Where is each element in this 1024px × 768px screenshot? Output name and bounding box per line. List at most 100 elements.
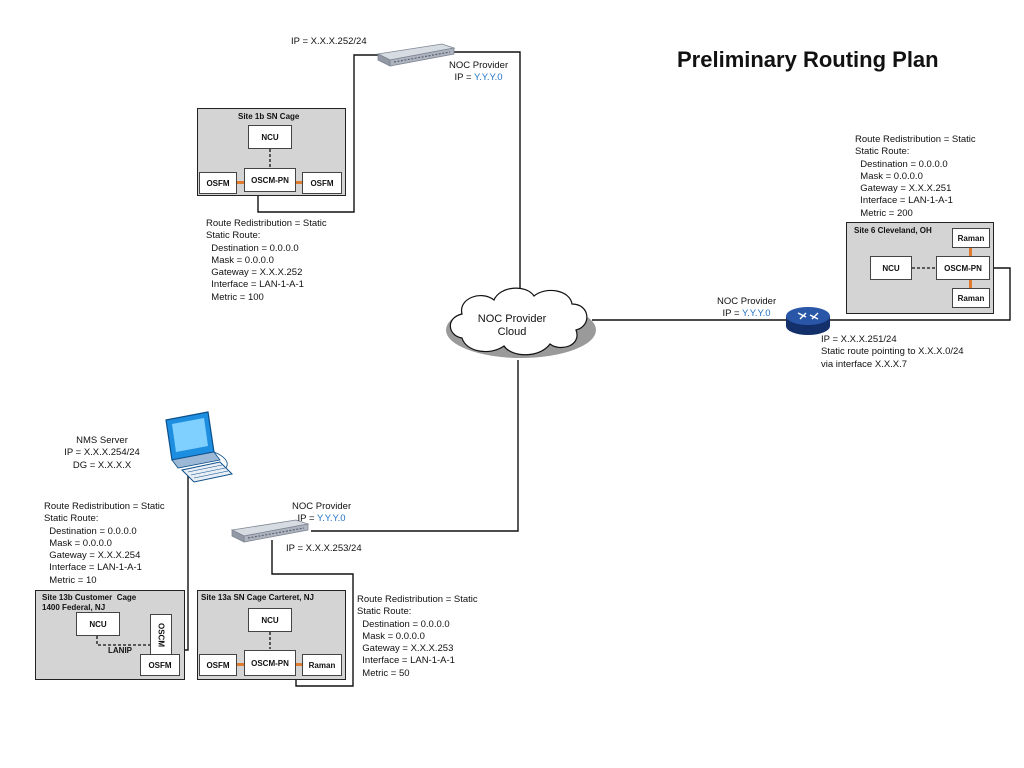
routing-line: Gateway = X.X.X.252	[206, 267, 303, 279]
routing-line: Interface = LAN-1-A-1	[357, 655, 455, 667]
cloud-label-line1: NOC Provider	[477, 313, 547, 325]
bottom-noc-label: NOC Provider IP = Y.Y.Y.0	[292, 501, 351, 526]
routing-line: Static Route:	[357, 606, 412, 618]
routing-line: Mask = 0.0.0.0	[855, 170, 923, 182]
site-13a-ncu: NCU	[248, 608, 292, 632]
site-13a-oscm-pn: OSCM-PN	[244, 650, 296, 676]
routing-line: Gateway = X.X.X.253	[357, 643, 454, 655]
bottom-switch-ip-label: IP = X.X.X.253/24	[286, 543, 362, 554]
router-icon	[786, 307, 830, 335]
site-1b-name: Site 1b SN Cage	[238, 112, 300, 121]
routing-line: Destination = 0.0.0.0	[44, 525, 137, 537]
site-13b-lan-link	[96, 636, 150, 646]
top-noc-ip-prefix: IP =	[454, 72, 475, 84]
site-13b-name: Site 13b Customer Cage 1400 Federal, NJ	[42, 593, 137, 612]
router-line: IP = X.X.X.251/24	[821, 334, 897, 345]
nms-line: NMS Server	[76, 435, 128, 446]
routing-line: Route Redistribution = Static	[855, 134, 976, 145]
site-6-oscm-pn: OSCM-PN	[936, 256, 990, 280]
bottom-noc-ip-prefix: IP =	[297, 513, 318, 525]
site-13b-oscm: OSCM	[150, 614, 172, 656]
routing-line: Route Redistribution = Static	[206, 218, 327, 229]
site-13a-raman: Raman	[302, 654, 342, 676]
router-line: via interface X.X.X.7	[821, 358, 908, 370]
site-6-raman-bottom: Raman	[952, 288, 990, 308]
site-13a-ncu-link	[269, 632, 271, 649]
top-noc-label: NOC Provider IP = Y.Y.Y.0	[449, 60, 508, 85]
network-switch-icon	[230, 519, 310, 543]
routing-line: Gateway = X.X.X.251	[855, 183, 952, 195]
routing-line: Metric = 200	[855, 207, 913, 219]
site-6-ncu-link	[912, 267, 936, 269]
routing-line: Static Route:	[855, 146, 910, 158]
routing-line: Metric = 100	[206, 291, 264, 303]
link-site1b-top-switch	[257, 54, 386, 213]
site-13a-osfm: OSFM	[199, 654, 237, 676]
bottom-noc-line1: NOC Provider	[292, 501, 352, 512]
routing-line: Interface = LAN-1-A-1	[44, 562, 142, 574]
routing-line: Destination = 0.0.0.0	[206, 242, 299, 254]
right-noc-ip-prefix: IP =	[722, 308, 743, 320]
routing-line: Route Redistribution = Static	[357, 594, 478, 605]
site-6-ncu: NCU	[870, 256, 912, 280]
routing-line: Mask = 0.0.0.0	[44, 537, 112, 549]
site-1b-osfm-right: OSFM	[302, 172, 342, 194]
router-line: Static route pointing to X.X.X.0/24	[821, 346, 964, 358]
site-6-link-top	[969, 248, 972, 256]
site-1b-ncu-link	[269, 149, 271, 168]
site-13b-ncu: NCU	[76, 612, 120, 636]
link-cloud-bottom-switch	[311, 360, 519, 532]
routing-line: Mask = 0.0.0.0	[206, 254, 274, 266]
link-router-site6	[830, 267, 1011, 321]
network-switch-icon	[376, 43, 456, 67]
right-noc-line1: NOC Provider	[717, 296, 777, 307]
site-13a-name: Site 13a SN Cage Carteret, NJ	[201, 593, 314, 602]
site-13b-oscm-label: OSCM	[156, 623, 166, 647]
top-switch-ip-label: IP = X.X.X.252/24	[291, 36, 367, 47]
site-13b-lanip-label: LANIP	[108, 646, 132, 655]
link-bottom-switch-site13a	[271, 540, 354, 687]
site-6-link-bottom	[969, 280, 972, 288]
site-1b-link-right	[296, 181, 302, 184]
cloud-label-line2: Cloud	[497, 326, 527, 338]
routing-line: Gateway = X.X.X.254	[44, 550, 141, 562]
routing-line: Interface = LAN-1-A-1	[855, 195, 953, 207]
site-1b-link-left	[237, 181, 244, 184]
cloud-icon	[446, 287, 596, 358]
page-title: Preliminary Routing Plan	[677, 47, 939, 72]
routing-line: Destination = 0.0.0.0	[357, 618, 450, 630]
nms-line: DG = X.X.X.X	[72, 459, 132, 471]
routing-line: Static Route:	[206, 230, 261, 242]
routing-line: Metric = 10	[44, 574, 97, 586]
computer-icon	[165, 411, 234, 483]
routing-line: Interface = LAN-1-A-1	[206, 279, 304, 291]
site-13a-link-left	[237, 663, 244, 666]
top-noc-ip-value: Y.Y.Y.0	[474, 72, 503, 84]
site-1b-ncu: NCU	[248, 125, 292, 149]
routing-line: Route Redistribution = Static	[44, 501, 165, 512]
top-noc-line1: NOC Provider	[449, 60, 509, 71]
right-noc-ip-value: Y.Y.Y.0	[742, 308, 771, 320]
site-6-name: Site 6 Cleveland, OH	[854, 226, 932, 235]
bottom-noc-ip-value: Y.Y.Y.0	[317, 513, 346, 525]
site-6-raman-top: Raman	[952, 228, 990, 248]
routing-line: Static Route:	[44, 513, 99, 525]
routing-line: Metric = 50	[357, 667, 410, 679]
site-1b-oscm-pn: OSCM-PN	[244, 168, 296, 192]
site-13a-link-right	[296, 663, 302, 666]
site-13b-osfm: OSFM	[140, 654, 180, 676]
nms-line: IP = X.X.X.254/24	[64, 447, 140, 459]
cloud-label: NOC Provider Cloud	[462, 313, 562, 339]
site-1b-osfm-left: OSFM	[199, 172, 237, 194]
routing-line: Mask = 0.0.0.0	[357, 630, 425, 642]
link-top-switch-cloud	[452, 51, 521, 302]
routing-line: Destination = 0.0.0.0	[855, 158, 948, 170]
right-noc-label: NOC Provider IP = Y.Y.Y.0	[717, 296, 776, 321]
